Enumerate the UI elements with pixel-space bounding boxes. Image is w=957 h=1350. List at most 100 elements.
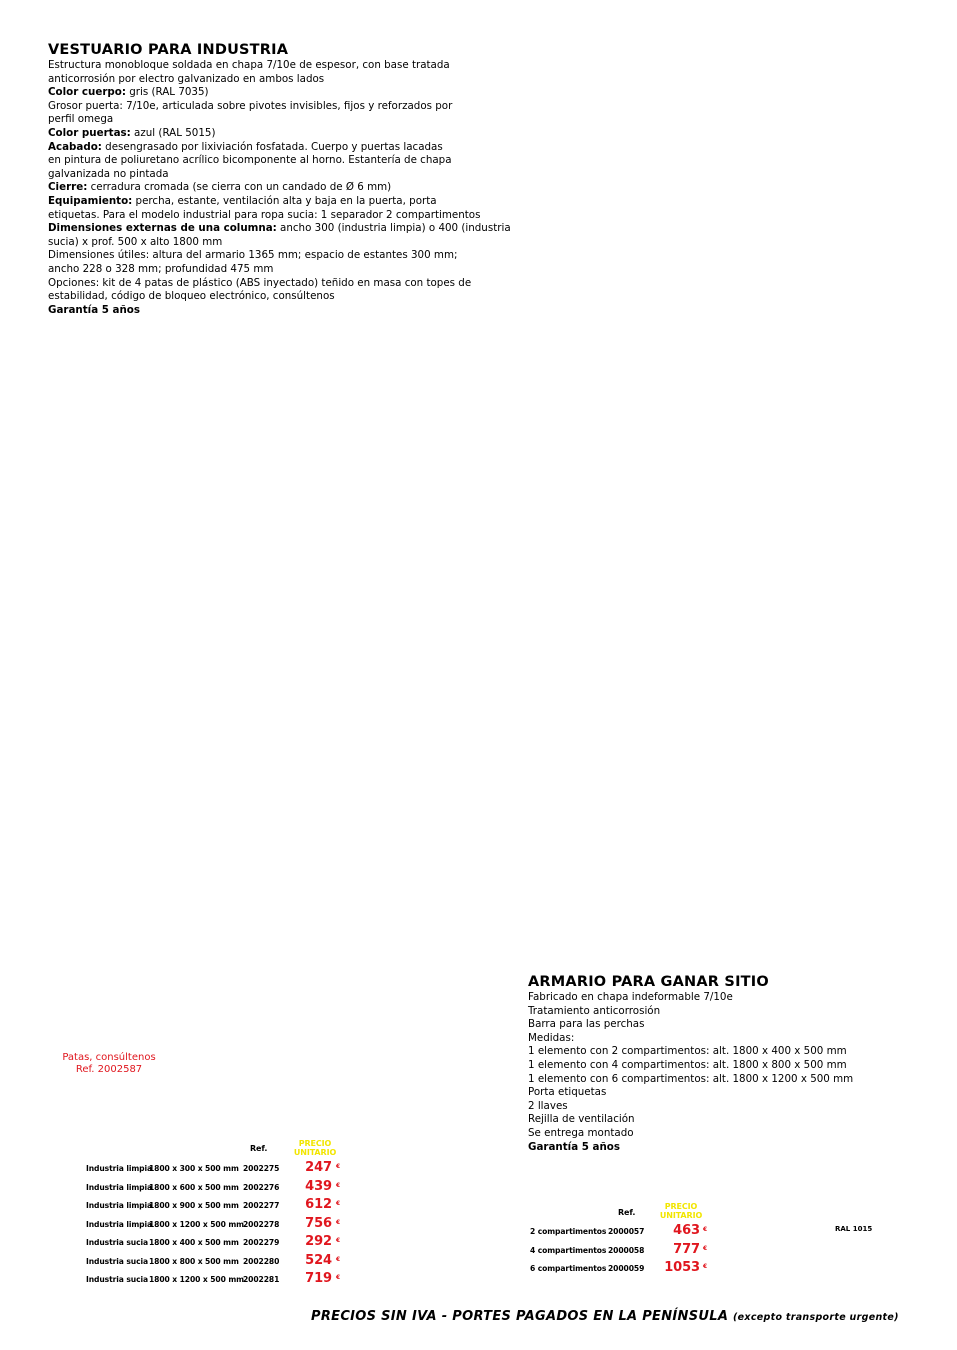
description-text: Grosor puerta: 7/10e, articulada sobre p… — [48, 99, 453, 112]
description-line: 2 llaves — [528, 1100, 908, 1114]
description-line: etiquetas. Para el modelo industrial par… — [48, 208, 481, 223]
cell-type: Industria sucia — [86, 1275, 148, 1284]
description-line: Grosor puerta: 7/10e, articulada sobre p… — [48, 100, 478, 114]
cell-dimensions: 1800 x 300 x 500 mm — [149, 1164, 239, 1173]
description-text: anticorrosión por electro galvanizado en… — [48, 72, 325, 85]
description-text: cerradura cromada (se cierra con un cand… — [87, 181, 392, 194]
legs-note-line: Patas, consúltenos — [62, 1052, 156, 1063]
description-text: Opciones: kit de 4 patas de plástico (AB… — [48, 276, 472, 289]
description-line: Estructura monobloque soldada en chapa 7… — [48, 59, 478, 73]
cell-dimensions: 1800 x 800 x 500 mm — [149, 1256, 239, 1266]
description-label: Acabado: — [48, 140, 102, 153]
cell-type: Industria sucia — [86, 1238, 148, 1247]
description-text: estabilidad, código de bloqueo electróni… — [48, 290, 335, 303]
description-text: sucia) x prof. 500 x alto 1800 mm — [48, 235, 223, 248]
description-text: Medidas: — [528, 1031, 575, 1044]
description-line: Opciones: kit de 4 patas de plástico (AB… — [48, 277, 478, 291]
cell-type: 2 compartimentos — [530, 1227, 607, 1236]
ral-label: RAL 1015 — [835, 1225, 873, 1233]
description-label: Color cuerpo: — [48, 86, 126, 99]
price-header-line2: UNITARIO — [293, 1148, 337, 1157]
cell-ref: 2002281 — [243, 1275, 280, 1284]
description-line: perfil omega — [48, 113, 478, 127]
description-text: desengrasado por lixiviación fosfatada. … — [101, 140, 443, 153]
currency-symbol: € — [336, 1200, 341, 1207]
description-label: Color puertas: — [48, 126, 131, 139]
cell-price: 439 — [305, 1178, 332, 1194]
cell-dimensions: 1800 x 400 x 500 mm — [149, 1238, 239, 1247]
description-line: ancho 228 o 328 mm; profundidad 475 mm — [48, 263, 478, 277]
section-armario-ganar-sitio: ARMARIO PARA GANAR SITIO Fabricado en ch… — [528, 974, 908, 1154]
cell-price: 247 — [305, 1160, 332, 1175]
cell-ref: 2002278 — [243, 1219, 280, 1229]
footer-main: PRECIOS SIN IVA - PORTES PAGADOS EN LA P… — [311, 1309, 729, 1324]
cell-type: Industria sucia — [86, 1256, 148, 1266]
description-text: etiquetas. Para el modelo industrial par… — [48, 208, 481, 221]
description-line: 1 elemento con 2 compartimentos: alt. 18… — [528, 1045, 908, 1059]
cell-type: 4 compartimentos — [530, 1245, 607, 1255]
cell-ref: 2000057 — [608, 1227, 645, 1236]
cell-type: Industria limpia — [86, 1164, 153, 1173]
description-text: ancho 300 (industria limpia) o 400 (indu… — [276, 222, 511, 235]
description-text: galvanizada no pintada — [48, 167, 169, 180]
description-line: anticorrosión por electro galvanizado en… — [48, 73, 478, 87]
section-vestuario-industria: VESTUARIO PARA INDUSTRIA Estructura mono… — [48, 42, 511, 318]
description-text: Dimensiones útiles: altura del armario 1… — [48, 249, 458, 262]
currency-symbol: € — [336, 1255, 341, 1263]
product-description: Estructura monobloque soldada en chapa 7… — [48, 59, 511, 318]
cell-ref: 2002277 — [243, 1201, 280, 1210]
description-line: Barra para las perchas — [528, 1018, 908, 1032]
cell-type: Industria limpia — [86, 1201, 153, 1210]
description-text: Estructura monobloque soldada en chapa 7… — [48, 59, 450, 71]
description-line: Se entrega montado — [528, 1127, 908, 1141]
description-label: Garantía 5 años — [48, 303, 140, 316]
description-line: Garantía 5 años — [48, 304, 478, 318]
cell-type: 6 compartimentos — [530, 1264, 607, 1273]
cell-ref: 2000059 — [608, 1264, 645, 1273]
description-line: Medidas: — [528, 1032, 908, 1046]
ref-header: Ref. — [250, 1144, 268, 1153]
description-line: Fabricado en chapa indeformable 7/10e — [528, 991, 908, 1005]
price-header: PRECIO UNITARIO — [290, 1139, 340, 1157]
price-header-line2: UNITARIO — [659, 1211, 703, 1220]
description-line: estabilidad, código de bloqueo electróni… — [48, 290, 478, 304]
description-line: Dimensiones externas de una columna: anc… — [48, 222, 511, 236]
currency-symbol: € — [336, 1181, 341, 1189]
description-text: perfil omega — [48, 113, 114, 126]
cell-ref: 2000058 — [608, 1245, 645, 1255]
cell-dimensions: 1800 x 1200 x 500 mm — [149, 1219, 244, 1229]
description-text: 2 llaves — [528, 1099, 568, 1112]
cell-dimensions: 1800 x 1200 x 500 mm — [149, 1275, 244, 1284]
description-line: Color cuerpo: gris (RAL 7035) — [48, 86, 478, 100]
section-title: ARMARIO PARA GANAR SITIO — [528, 974, 769, 990]
currency-symbol: € — [336, 1218, 341, 1226]
description-label: Garantía 5 años — [528, 1140, 620, 1153]
description-text: Tratamiento anticorrosión — [528, 1004, 661, 1017]
cell-ref: 2002280 — [243, 1256, 280, 1266]
description-label: Cierre: — [48, 181, 88, 194]
description-text: azul (RAL 5015) — [130, 126, 216, 139]
description-line: Rejilla de ventilación — [528, 1113, 908, 1127]
description-text: gris (RAL 7035) — [125, 86, 209, 99]
description-line: Color puertas: azul (RAL 5015) — [48, 127, 478, 141]
description-label: Equipamiento: — [48, 194, 133, 207]
currency-symbol: € — [336, 1237, 341, 1244]
currency-symbol: € — [703, 1244, 708, 1252]
currency-symbol: € — [703, 1226, 708, 1233]
price-header: PRECIO UNITARIO — [656, 1202, 706, 1220]
cell-dimensions: 1800 x 900 x 500 mm — [149, 1201, 239, 1210]
description-text: Rejilla de ventilación — [528, 1113, 635, 1126]
currency-symbol: € — [336, 1163, 341, 1170]
description-text: Barra para las perchas — [528, 1018, 645, 1031]
cell-price: 612 — [305, 1197, 332, 1212]
description-label: Dimensiones externas de una columna: — [48, 222, 277, 235]
